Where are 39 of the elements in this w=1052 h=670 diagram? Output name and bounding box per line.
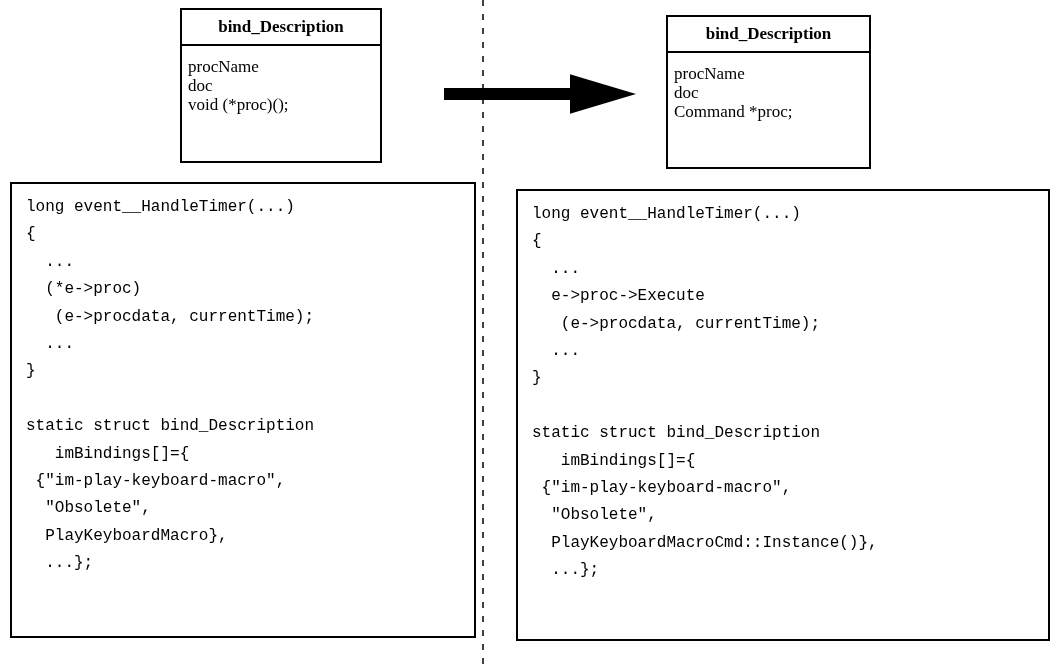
code-listing-box (516, 189, 1050, 641)
class-field: doc (182, 76, 380, 95)
code-line: ... (550, 258, 581, 280)
class-field: void (*proc)(); (182, 95, 380, 114)
code-line: ...}; (44, 553, 95, 575)
code-line: { (531, 231, 543, 253)
class-field: Command *proc; (668, 102, 869, 121)
code-line: static struct bind_Description (25, 416, 316, 438)
class-name: bind_Description (668, 17, 869, 53)
class-name: bind_Description (182, 10, 380, 46)
code-line: imBindings[]={ (53, 443, 191, 465)
code-line: PlayKeyboardMacro}, (44, 525, 229, 547)
code-line: "Obsolete", (44, 498, 152, 520)
code-line: {"im-play-keyboard-macro", (34, 471, 287, 493)
code-line: ...}; (550, 560, 601, 582)
code-line: { (25, 224, 37, 246)
code-line: (e->procdata, currentTime); (559, 313, 822, 335)
code-line: (*e->proc) (44, 279, 143, 301)
code-line: ... (44, 334, 75, 356)
code-line: long event__HandleTimer(...) (531, 204, 802, 225)
code-line: {"im-play-keyboard-macro", (540, 478, 793, 500)
class-box (180, 8, 382, 163)
code-line: } (25, 361, 37, 383)
class-field: procName (182, 57, 380, 76)
code-line: imBindings[]={ (559, 450, 697, 472)
code-listing-box (10, 182, 476, 638)
code-line: "Obsolete", (550, 505, 658, 527)
code-line: static struct bind_Description (531, 423, 822, 445)
class-field: doc (668, 83, 869, 102)
code-line: PlayKeyboardMacroCmd::Instance()}, (550, 532, 879, 554)
class-box (666, 15, 871, 169)
arrow (444, 74, 636, 114)
code-line: ... (550, 341, 581, 363)
code-line: e->proc->Execute (550, 286, 706, 308)
code-line: ... (44, 251, 75, 273)
class-field: procName (668, 64, 869, 83)
code-line: } (531, 368, 543, 390)
code-line: (e->procdata, currentTime); (53, 306, 316, 328)
code-line: long event__HandleTimer(...) (25, 197, 296, 218)
